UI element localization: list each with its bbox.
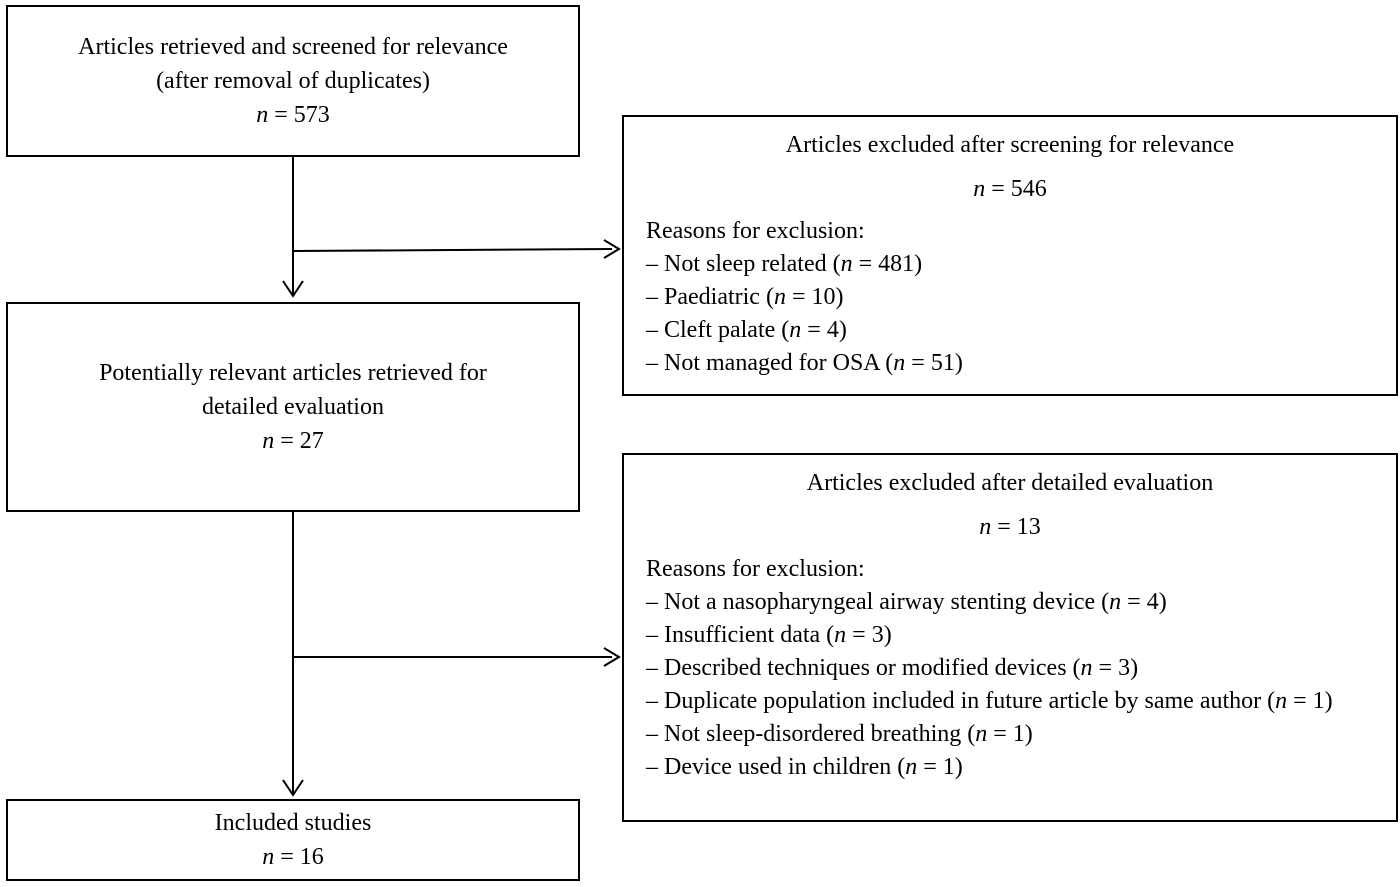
box-included-line1: Included studies — [214, 810, 372, 836]
arrow-line-branch-excluded-screening — [291, 248, 613, 252]
reason-item: – Device used in children (n = 1) — [646, 754, 963, 780]
reason-item: – Not sleep-disordered breathing (n = 1) — [646, 721, 1033, 747]
reason-item: – Described techniques or modified devic… — [646, 655, 1139, 681]
reason-item: – Not a nasopharyngeal airway stenting d… — [646, 589, 1167, 615]
excluded-detailed-count: n = 13 — [979, 514, 1041, 540]
box-excluded-screening: Articles excluded after screening for re… — [622, 115, 1398, 396]
excluded-detailed-reasons-list: – Not a nasopharyngeal airway stenting d… — [646, 586, 1374, 784]
box-detailed-evaluation: Potentially relevant articles retrieved … — [6, 302, 580, 512]
box-detailed-count: n = 27 — [262, 428, 324, 454]
arrow-head-down-1 — [282, 280, 304, 298]
reason-item: – Not sleep related (n = 481) — [646, 251, 923, 277]
box-screened-line2: (after removal of duplicates) — [156, 68, 430, 94]
box-screened-count: n = 573 — [256, 102, 330, 128]
reason-item: – Cleft palate (n = 4) — [646, 317, 847, 343]
box-included-count: n = 16 — [262, 844, 324, 870]
arrow-head-down-2 — [282, 779, 304, 797]
excluded-screening-count: n = 546 — [973, 176, 1047, 202]
excluded-detailed-reasons-label: Reasons for exclusion: — [646, 556, 865, 582]
box-detailed-line2: detailed evaluation — [202, 394, 384, 420]
box-screened: Articles retrieved and screened for rele… — [6, 5, 580, 157]
excluded-screening-reasons-list: – Not sleep related (n = 481) – Paediatri… — [646, 248, 1374, 380]
box-included-studies: Included studies n = 16 — [6, 799, 580, 881]
arrow-head-right-2 — [603, 647, 621, 667]
box-screened-line1: Articles retrieved and screened for rele… — [78, 34, 508, 60]
reason-item: – Paediatric (n = 10) — [646, 284, 844, 310]
reason-item: – Duplicate population included in futur… — [646, 688, 1333, 714]
excluded-detailed-title: Articles excluded after detailed evaluat… — [806, 470, 1214, 496]
excluded-screening-title: Articles excluded after screening for re… — [785, 132, 1235, 158]
box-excluded-detailed: Articles excluded after detailed evaluat… — [622, 453, 1398, 822]
reason-item: – Not managed for OSA (n = 51) — [646, 350, 963, 376]
box-detailed-line1: Potentially relevant articles retrieved … — [99, 360, 487, 386]
reason-item: – Insufficient data (n = 3) — [646, 622, 892, 648]
arrow-head-right-1 — [603, 239, 621, 259]
excluded-screening-reasons-label: Reasons for exclusion: — [646, 218, 865, 244]
